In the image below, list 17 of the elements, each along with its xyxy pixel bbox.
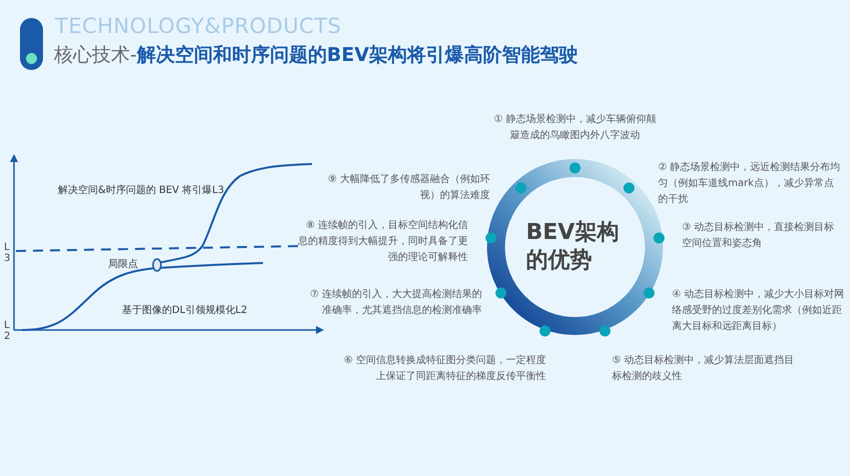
advantage-text: ③ 动态目标检测中，直接检测目标空间位置和姿态角 [682, 220, 836, 251]
axis-label: L3 [4, 242, 12, 264]
advantage-text: ⑧ 连续帧的引入，目标空间结构化信息的精度得到大幅提升，同时具备了更强的理论可解释性 [297, 218, 468, 265]
advantage-text: ⑥ 空间信息转换成特征图分类问题，一定程度上保证了同距离特征的梯度反传平衡性 [342, 354, 546, 384]
page-title: 核心技术-解决空间和时序问题的BEV架构将引爆高阶智能驾驶 [54, 43, 578, 68]
chart-annotation: 基于图像的DL引领规模化L2 [122, 304, 248, 318]
advantage-text: ⑦ 连续帧的引入，大大提高检测结果的准确率，尤其遮挡信息的检测准确率 [308, 288, 482, 318]
advantage-text: ⑨ 大幅降低了多传感器融合（例如环视）的算法难度 [326, 172, 490, 203]
ring-title: BEV架构的优势 [526, 219, 620, 275]
advantage-text: ② 静态场景检测中，远近检测结果分布均匀（例如车道线mark点），减少异常点的干扰 [658, 160, 842, 207]
advantage-text: ① 静态场景检测中，减少车辆俯仰颠簸造成的鸟瞰图内外八字波动 [492, 112, 658, 143]
advantage-text: ④ 动态目标检测中，减少大小目标对网络感受野的过度差别化需求（例如近距离大目标和远距离目标） [672, 288, 846, 334]
chart-annotation: 局限点 [108, 258, 139, 272]
section-heading: TECHNOLOGY&PRODUCTS [55, 14, 342, 38]
advantage-text: ⑤ 动态目标检测中，减少算法层面遮挡目标检测的歧义性 [612, 354, 796, 384]
axis-label: L2 [4, 320, 12, 342]
chart-annotation: 解决空间&时序问题的 BEV 将引爆L3 [58, 184, 226, 198]
